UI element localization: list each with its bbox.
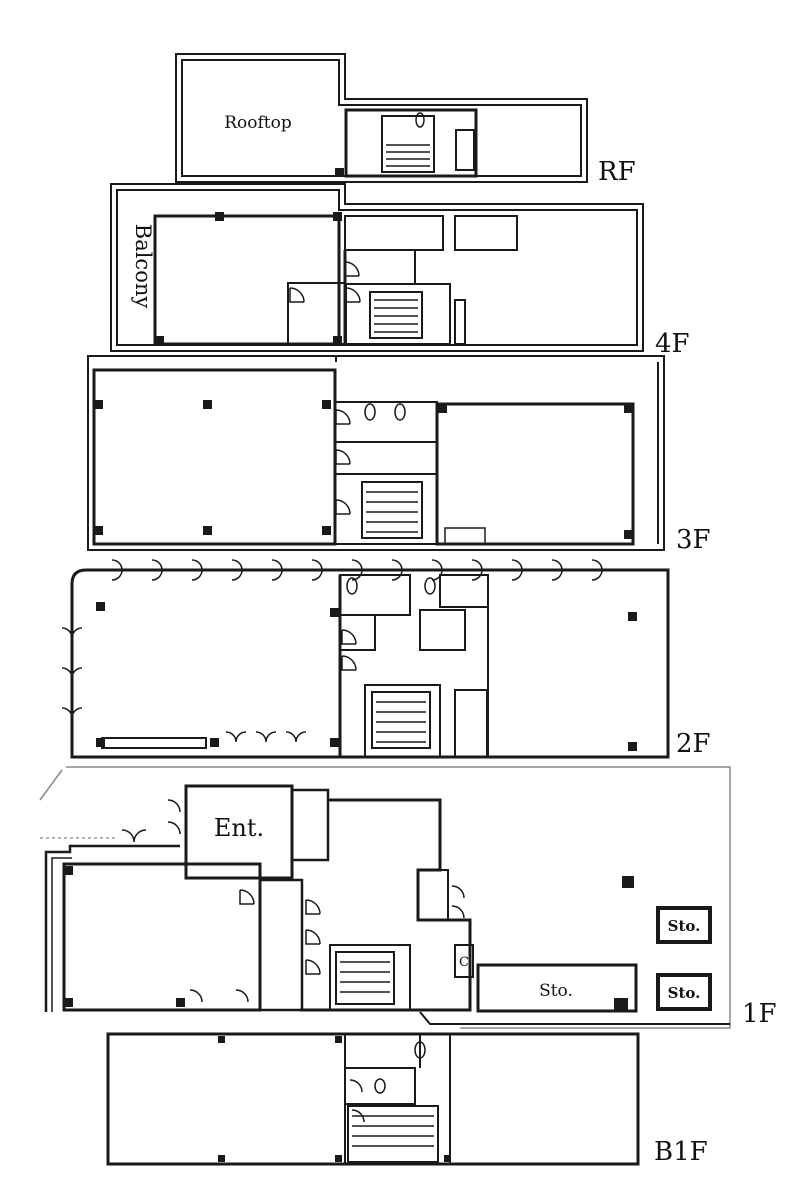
2f-perimeter-doors [61,559,603,743]
floor-3f [87,355,665,551]
closet-label: C [459,955,469,970]
floor-label-1f: 1F [742,999,777,1029]
structural-columns [64,168,637,1162]
floor-label-b1f: B1F [654,1137,708,1167]
storage-box-1-label: Sto. [668,917,701,935]
toilet-fixtures [346,112,436,1094]
floor-label-3f: 3F [676,525,711,555]
floor-2f [70,568,670,759]
door-swings [121,261,465,1123]
floor-label-4f: 4F [655,329,690,359]
floor-4f [110,183,644,352]
floor-rf [175,53,588,183]
storage-box-2-label: Sto. [668,984,701,1002]
floor-1f [39,766,731,1029]
balcony-label: Balcony [131,224,155,309]
entrance-label: Ent. [214,814,264,842]
floor-b1f [106,1032,640,1166]
rooftop-label: Rooftop [224,113,292,133]
storage-label: Sto. [539,981,573,1001]
floor-label-2f: 2F [676,729,711,759]
floor-label-rf: RF [598,157,636,187]
